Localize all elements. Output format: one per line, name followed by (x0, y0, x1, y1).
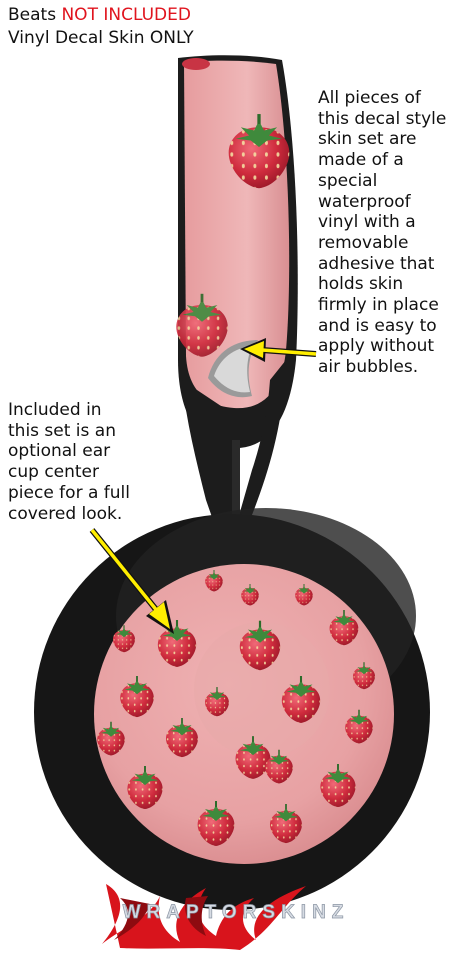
slider-arm-right (232, 360, 286, 540)
arrow-icon (240, 338, 317, 362)
slider-stem (232, 440, 240, 520)
note-line: cup center (8, 462, 100, 483)
note-line: apply without (318, 336, 435, 357)
ear-cup-piece-note: Included in this set is an optional ear … (8, 400, 178, 524)
note-line: this set is an (8, 420, 116, 441)
note-line: covered look. (8, 503, 123, 524)
slider-arm-left (182, 380, 240, 540)
waterproof-vinyl-note: All pieces of this decal style skin set … (318, 88, 468, 378)
note-line: air bubbles. (318, 357, 419, 378)
brand-logo: WRAPTORSKINZ (102, 884, 350, 950)
header-title: Beats NOT INCLUDED Vinyl Decal Skin ONLY (8, 4, 194, 50)
note-line: vinyl with a (318, 212, 416, 233)
note-line: special (318, 170, 378, 191)
note-line: skin set are (318, 129, 417, 150)
header-beats-label: Beats (8, 5, 57, 25)
note-line: firmly in place (318, 295, 439, 316)
header-line-1: Beats NOT INCLUDED (8, 4, 194, 27)
note-line: waterproof (318, 191, 411, 212)
peel-corner-highlight (214, 346, 252, 393)
logo-claw-icon (102, 884, 306, 950)
strawberry-icon (182, 58, 210, 70)
note-line: optional ear (8, 441, 111, 462)
note-line: holds skin (318, 274, 404, 295)
note-line: Included in (8, 400, 102, 420)
not-included-label: NOT INCLUDED (61, 5, 191, 25)
note-line: All pieces of (318, 88, 421, 108)
note-line: this decal style (318, 108, 447, 129)
note-line: and is easy to (318, 315, 437, 336)
note-line: made of a (318, 150, 404, 171)
header-line-2: Vinyl Decal Skin ONLY (8, 28, 194, 48)
arrow-icon (89, 528, 174, 634)
ear-cup-center-piece (194, 622, 330, 758)
note-line: adhesive that (318, 253, 435, 274)
logo-wordmark: WRAPTORSKINZ (123, 902, 350, 923)
note-line: piece for a full (8, 482, 130, 503)
note-line: removable (318, 232, 409, 253)
